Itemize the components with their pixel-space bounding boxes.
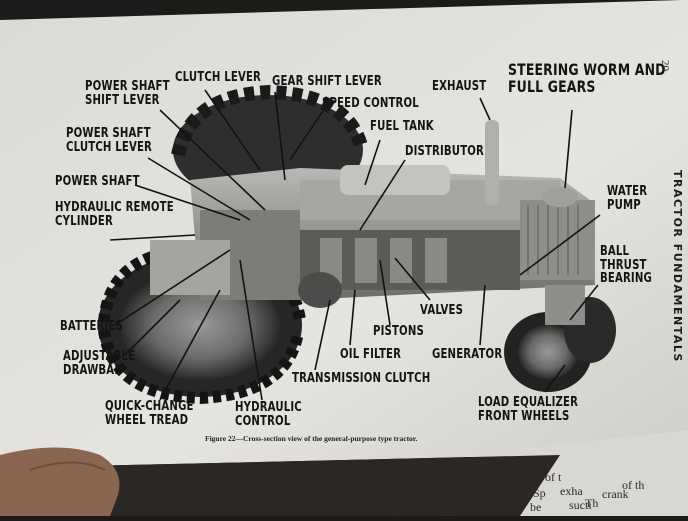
label-speed-control: SPEED CONTROL bbox=[322, 96, 419, 111]
label-water-pump: WATER PUMP bbox=[607, 184, 648, 213]
tractor-body bbox=[150, 120, 595, 308]
label-steering-worm: STEERING WORM AND FULL GEARS bbox=[508, 60, 666, 96]
label-power-shaft-clutch-lever: POWER SHAFT CLUTCH LEVER bbox=[66, 126, 152, 155]
label-clutch-lever: CLUTCH LEVER bbox=[175, 70, 261, 85]
label-pistons: PISTONS bbox=[373, 324, 424, 339]
label-power-shaft: POWER SHAFT bbox=[55, 174, 140, 189]
next-page-fragment: an bbox=[460, 494, 472, 508]
label-quick-change-wheel-tread: QUICK-CHANGE WHEEL TREAD bbox=[105, 399, 194, 428]
label-oil-filter: OIL FILTER bbox=[340, 347, 402, 362]
shadow-area bbox=[0, 455, 560, 516]
running-title: TRACTOR FUNDAMENTALS bbox=[671, 170, 684, 363]
next-page-fragment: sucti bbox=[569, 498, 592, 512]
label-batteries: BATTERIES bbox=[60, 319, 123, 334]
page-number: 20 bbox=[659, 60, 671, 71]
label-distributor: DISTRIBUTOR bbox=[405, 144, 485, 159]
label-exhaust: EXHAUST bbox=[432, 79, 487, 94]
label-transmission-clutch: TRANSMISSION CLUTCH bbox=[292, 371, 431, 386]
front-wheel bbox=[504, 285, 616, 392]
next-page-fragment: fu bbox=[446, 502, 456, 516]
next-page-fragment: be bbox=[530, 500, 542, 514]
label-fuel-tank: FUEL TANK bbox=[370, 119, 434, 134]
leader-lines bbox=[109, 89, 601, 401]
label-ball-thrust-bearing: BALL THRUST BEARING bbox=[600, 244, 652, 287]
label-hydraulic-remote-cylinder: HYDRAULIC REMOTE CYLINDER bbox=[55, 200, 174, 229]
next-page-fragment: Th bbox=[585, 496, 599, 510]
label-power-shaft-shift-lever: POWER SHAFT SHIFT LEVER bbox=[85, 79, 170, 108]
label-hydraulic-control: HYDRAULIC CONTROL bbox=[235, 400, 302, 429]
next-page-fragment: crank bbox=[602, 487, 629, 501]
next-page-fragment: exha bbox=[560, 484, 583, 498]
next-page-fragment: in bbox=[478, 486, 488, 500]
next-page-fragment: p bbox=[395, 502, 401, 516]
label-valves: VALVES bbox=[420, 303, 464, 318]
label-load-equalizer-front-wheels: LOAD EQUALIZER FRONT WHEELS bbox=[478, 395, 579, 424]
label-gear-shift-lever: GEAR SHIFT LEVER bbox=[272, 74, 382, 89]
next-page-fragment: of t bbox=[545, 470, 562, 484]
figure-caption: Figure 22—Cross-section view of the gene… bbox=[205, 434, 418, 443]
label-adjustable-drawbar: ADJUSTABLE DRAWBAR bbox=[63, 349, 136, 378]
next-page-fragment: e bbox=[420, 496, 426, 510]
next-page-fragment: tra bbox=[490, 500, 503, 514]
label-generator: GENERATOR bbox=[432, 347, 503, 362]
next-page-fragment: of th bbox=[622, 478, 645, 492]
next-page-fragment: Sp bbox=[533, 486, 546, 500]
